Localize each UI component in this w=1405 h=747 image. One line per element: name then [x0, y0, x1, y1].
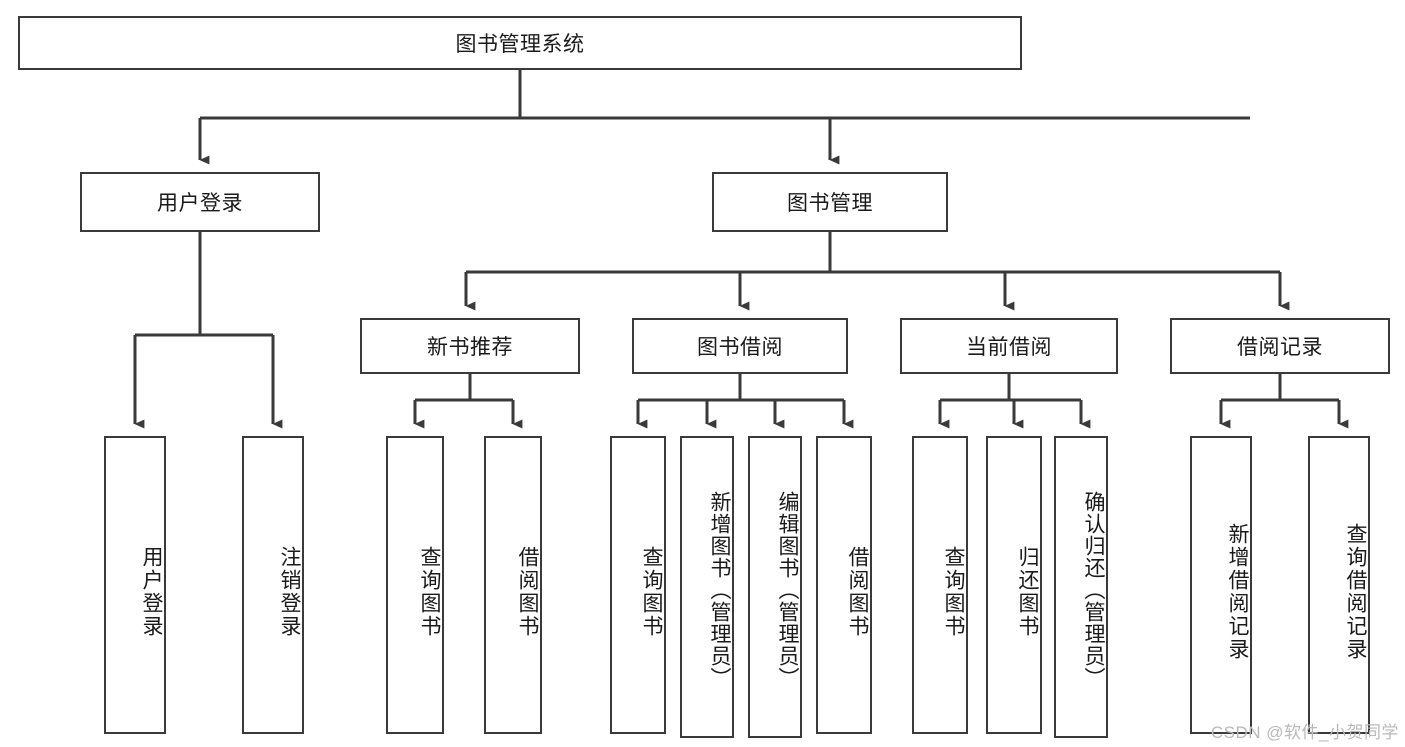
node-leaf-query-book-rec[interactable]: 查询图书 [386, 436, 444, 734]
node-leaf-add-record-label: 新增借阅记录 [1226, 523, 1249, 661]
node-leaf-query-record-label: 查询借阅记录 [1344, 523, 1367, 661]
node-borrow-record-label: 借阅记录 [1237, 336, 1323, 359]
node-leaf-query-book-cur[interactable]: 查询图书 [912, 436, 968, 734]
node-leaf-add-record[interactable]: 新增借阅记录 [1190, 436, 1252, 734]
node-new-book-recommend[interactable]: 新书推荐 [360, 318, 580, 374]
node-book-manage[interactable]: 图书管理 [712, 172, 948, 232]
node-leaf-add-book-label: 新增图书（管理员） [708, 491, 731, 689]
node-leaf-confirm-return-label: 确认归还（管理员） [1082, 491, 1105, 689]
node-leaf-logout[interactable]: 注销登录 [242, 436, 304, 734]
node-new-book-recommend-label: 新书推荐 [427, 336, 513, 359]
node-current-borrow-label: 当前借阅 [966, 336, 1052, 359]
node-current-borrow[interactable]: 当前借阅 [900, 318, 1118, 374]
node-root-label: 图书管理系统 [455, 33, 585, 56]
node-leaf-borrow-book-label: 借阅图书 [846, 546, 869, 638]
node-leaf-query-book-cur-label: 查询图书 [942, 546, 965, 638]
node-book-manage-label: 图书管理 [787, 192, 873, 215]
node-leaf-query-book-borrow[interactable]: 查询图书 [610, 436, 666, 734]
node-leaf-query-record[interactable]: 查询借阅记录 [1308, 436, 1370, 734]
node-leaf-borrow-book-rec-label: 借阅图书 [516, 546, 539, 638]
node-book-borrow-label: 图书借阅 [697, 336, 783, 359]
node-leaf-borrow-book-rec[interactable]: 借阅图书 [484, 436, 542, 734]
node-leaf-user-login[interactable]: 用户登录 [104, 436, 166, 734]
node-leaf-logout-label: 注销登录 [278, 546, 301, 638]
node-borrow-record[interactable]: 借阅记录 [1170, 318, 1390, 374]
node-leaf-edit-book-label: 编辑图书（管理员） [776, 491, 799, 689]
node-leaf-user-login-label: 用户登录 [140, 546, 163, 638]
node-leaf-return-book[interactable]: 归还图书 [986, 436, 1042, 734]
node-root[interactable]: 图书管理系统 [18, 16, 1022, 70]
node-leaf-query-book-rec-label: 查询图书 [418, 546, 441, 638]
node-leaf-add-book[interactable]: 新增图书（管理员） [680, 436, 734, 738]
node-leaf-edit-book[interactable]: 编辑图书（管理员） [748, 436, 802, 738]
node-user-login-label: 用户登录 [157, 192, 243, 215]
node-leaf-confirm-return[interactable]: 确认归还（管理员） [1054, 436, 1108, 738]
node-leaf-borrow-book[interactable]: 借阅图书 [816, 436, 872, 734]
node-leaf-return-book-label: 归还图书 [1016, 546, 1039, 638]
node-user-login[interactable]: 用户登录 [80, 172, 320, 232]
node-book-borrow[interactable]: 图书借阅 [632, 318, 848, 374]
watermark: CSDN @软件_小贺同学 [1210, 723, 1399, 742]
node-leaf-query-book-borrow-label: 查询图书 [640, 546, 663, 638]
